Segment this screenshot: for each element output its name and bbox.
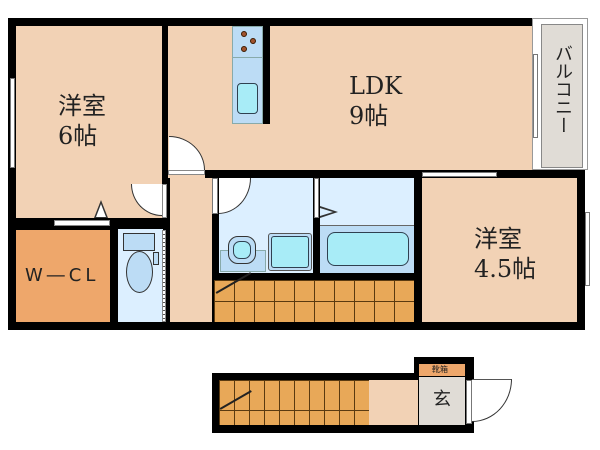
balcony-label: バルコニー [552, 44, 573, 134]
room-ldk-size: 9帖 [349, 102, 389, 130]
window-balcony-door [533, 54, 538, 138]
wall-wet-bottom [212, 273, 422, 280]
stairs-lower[interactable] [219, 380, 369, 425]
entrance-label: 玄 [433, 389, 451, 410]
room-ldk-name: LDK [349, 72, 403, 100]
room-western-45 [422, 178, 577, 322]
toilet-paper-icon [153, 252, 159, 265]
washroom-door-frame [212, 178, 218, 214]
walk-in-closet [16, 230, 110, 322]
toilet-tank [123, 233, 155, 251]
washbasin-bowl [233, 241, 251, 259]
room-ldk [168, 26, 532, 170]
room-western-6-name: 洋室 [58, 92, 106, 120]
room-western-45-size: 4.5帖 [474, 255, 537, 283]
balcony [541, 24, 583, 168]
door-ldk-hall-sill [168, 170, 205, 175]
sliding-door-ldk-room45 [422, 172, 497, 177]
arrow-up-fill [96, 204, 106, 217]
shoe-box [419, 364, 465, 376]
walk-in-closet-label: W―CL [25, 265, 100, 286]
wall-bath-left [313, 178, 320, 280]
arrow-right-fill [320, 208, 333, 216]
entrance-hall [369, 380, 418, 425]
toilet-door [162, 230, 166, 322]
stove-icon [232, 26, 263, 58]
entrance-door[interactable] [472, 379, 512, 422]
hallway [170, 178, 212, 322]
bathtub-icon [327, 232, 409, 266]
wall-washroom-left [212, 178, 219, 280]
room-western-45-name: 洋室 [474, 225, 522, 253]
window-west-room-6 [10, 78, 15, 168]
entrance [419, 377, 465, 425]
room-western-6-size: 6帖 [58, 122, 98, 150]
bathroom-door [314, 178, 319, 218]
wall-room-45-left [414, 170, 422, 330]
washing-machine-inner [271, 236, 309, 268]
closet-door [54, 220, 110, 226]
shoe-box-label: 靴箱 [432, 365, 448, 374]
sink-icon [237, 83, 258, 114]
entrance-door-frame [466, 380, 472, 424]
stairs-upper[interactable] [214, 280, 414, 322]
wall-ldk-bottom [205, 170, 415, 178]
toilet-icon [126, 251, 153, 293]
wall-room-45-right [577, 170, 585, 330]
window-room-45 [585, 212, 590, 286]
door-western-6-frame [162, 184, 167, 218]
kitchen-wall [262, 26, 270, 124]
